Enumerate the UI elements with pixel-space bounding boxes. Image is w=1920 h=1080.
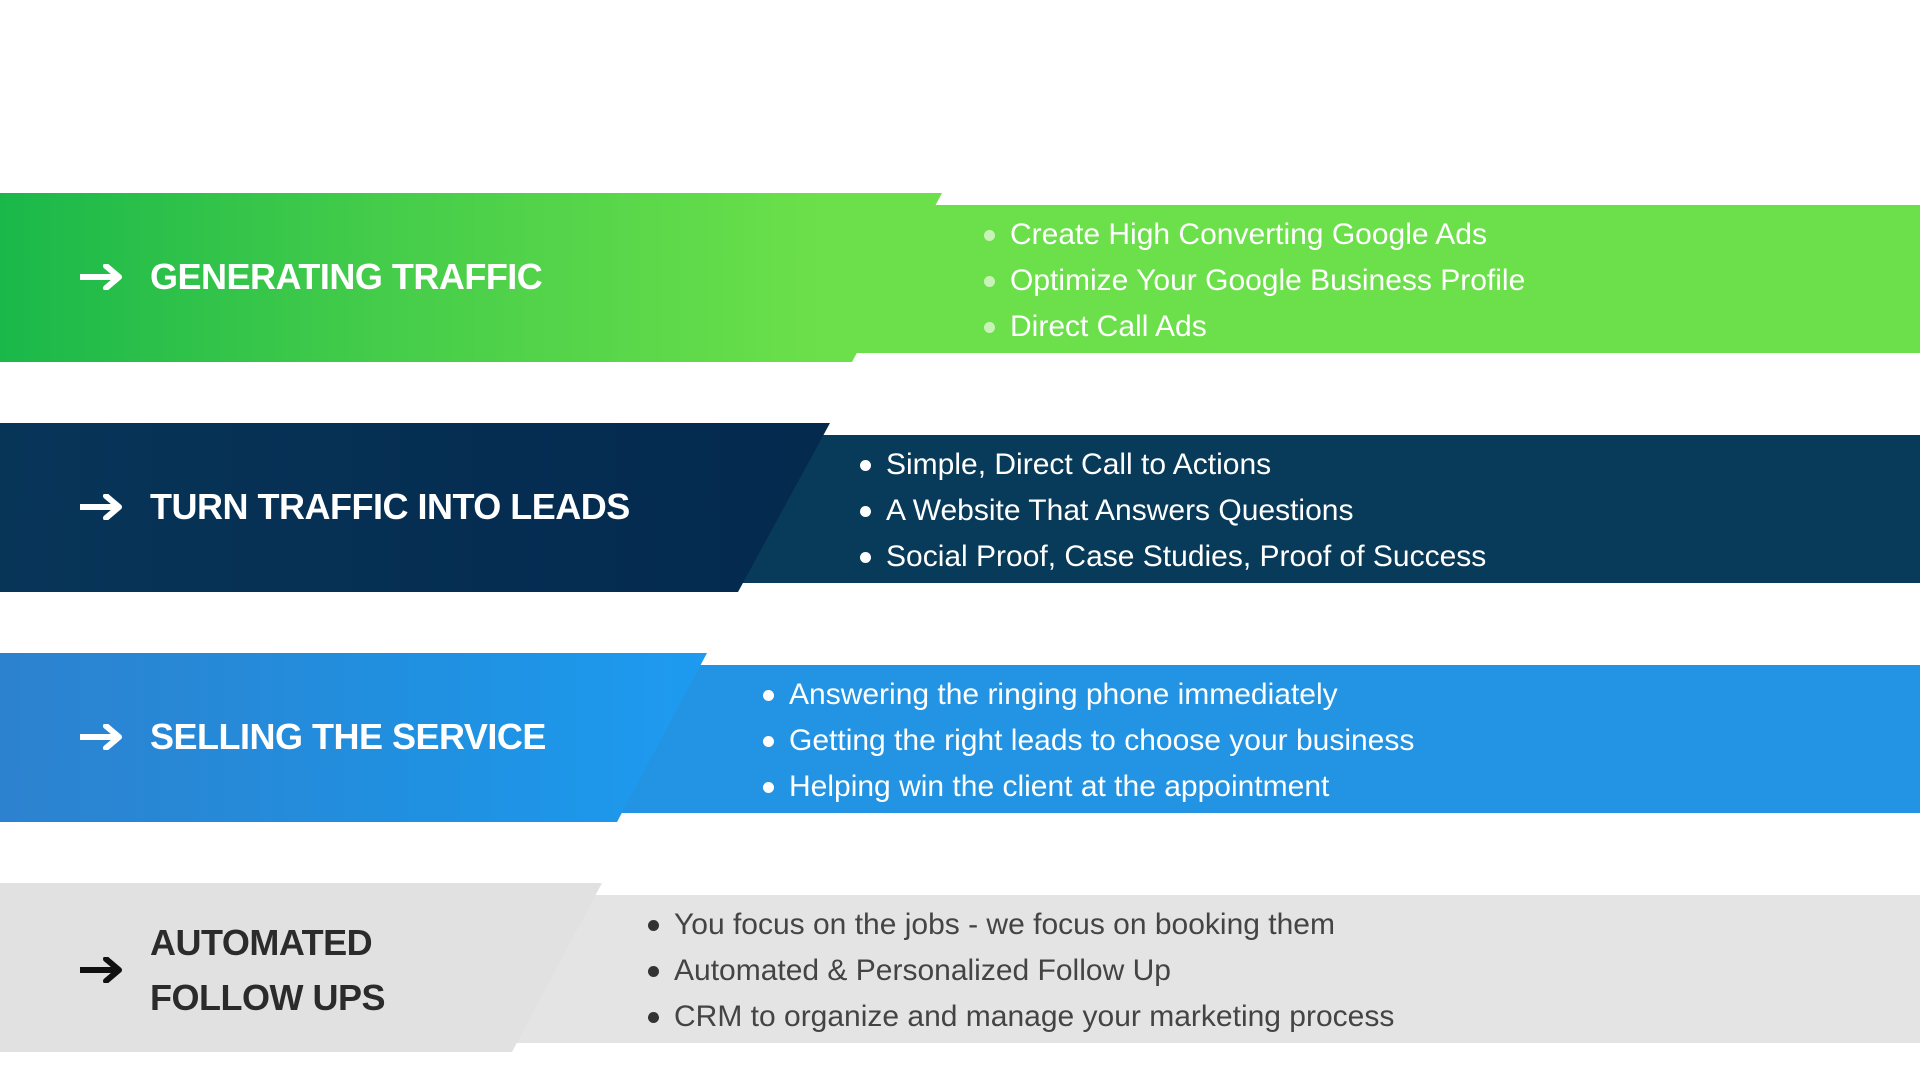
bullet-item: Getting the right leads to choose your b… (763, 718, 1414, 764)
bullet-text: Helping win the client at the appointmen… (789, 770, 1330, 803)
bullet-dot-icon (648, 965, 659, 977)
row-title: TURN TRAFFIC INTO LEADS (150, 486, 630, 527)
bullet-text: Create High Converting Google Ads (1010, 218, 1487, 251)
right-arrow-icon (80, 957, 126, 983)
bullet-item: You focus on the jobs - we focus on book… (648, 902, 1394, 948)
bullet-text: Automated & Personalized Follow Up (674, 954, 1171, 987)
bullet-item: Simple, Direct Call to Actions (860, 442, 1486, 488)
bullet-dot-icon (860, 551, 871, 563)
right-arrow-icon (80, 263, 126, 290)
row-heading: SELLING THE SERVICE (80, 709, 546, 764)
bullet-item: Create High Converting Google Ads (984, 212, 1525, 258)
bullet-item: Optimize Your Google Business Profile (984, 258, 1525, 304)
right-arrow-icon (80, 723, 126, 750)
bullet-item: Helping win the client at the appointmen… (763, 764, 1414, 810)
row-title-line: AUTOMATED (150, 922, 373, 963)
row-heading: AUTOMATED FOLLOW UPS (80, 915, 385, 1025)
bullet-text: Getting the right leads to choose your b… (789, 724, 1415, 757)
row-selling-the-service: SELLING THE SERVICE Answering the ringin… (0, 653, 1920, 822)
row-title-line: FOLLOW UPS (150, 977, 385, 1018)
bullet-list: Simple, Direct Call to Actions A Website… (860, 442, 1486, 580)
bullet-dot-icon (763, 735, 774, 747)
row-title: SELLING THE SERVICE (150, 716, 546, 757)
bullet-text: You focus on the jobs - we focus on book… (674, 908, 1335, 941)
bullet-dot-icon (860, 505, 871, 517)
bullet-item: Answering the ringing phone immediately (763, 672, 1414, 718)
bullet-dot-icon (648, 919, 659, 931)
bullet-item: Direct Call Ads (984, 304, 1525, 350)
bullet-text: Simple, Direct Call to Actions (886, 448, 1272, 481)
bullet-dot-icon (984, 229, 995, 241)
row-heading: GENERATING TRAFFIC (80, 249, 543, 304)
row-automated-follow-ups: AUTOMATED FOLLOW UPS You focus on the jo… (0, 883, 1920, 1052)
bullet-text: A Website That Answers Questions (886, 494, 1354, 527)
bullet-dot-icon (763, 689, 774, 701)
bullet-list: Create High Converting Google Ads Optimi… (984, 212, 1525, 350)
row-title: GENERATING TRAFFIC (150, 256, 543, 297)
bullet-text: Social Proof, Case Studies, Proof of Suc… (886, 540, 1487, 573)
right-arrow-icon (80, 493, 126, 520)
bullet-text: CRM to organize and manage your marketin… (674, 1000, 1395, 1033)
bullet-text: Answering the ringing phone immediately (789, 678, 1338, 711)
row-title: AUTOMATED FOLLOW UPS (150, 915, 385, 1025)
bullet-dot-icon (984, 321, 995, 333)
bullet-text: Optimize Your Google Business Profile (1010, 264, 1526, 297)
bullet-item: Social Proof, Case Studies, Proof of Suc… (860, 534, 1486, 580)
row-heading: TURN TRAFFIC INTO LEADS (80, 479, 630, 534)
row-heading-tab (0, 423, 830, 592)
row-generating-traffic: GENERATING TRAFFIC Create High Convertin… (0, 193, 1920, 362)
row-heading-tab (0, 193, 942, 362)
bullet-dot-icon (763, 781, 774, 793)
bullet-item: Automated & Personalized Follow Up (648, 948, 1394, 994)
bullet-dot-icon (648, 1011, 659, 1023)
bullet-list: Answering the ringing phone immediately … (763, 672, 1414, 810)
bullet-dot-icon (860, 459, 871, 471)
bullet-text: Direct Call Ads (1010, 310, 1207, 343)
bullet-item: CRM to organize and manage your marketin… (648, 994, 1394, 1040)
row-turn-traffic-into-leads: TURN TRAFFIC INTO LEADS Simple, Direct C… (0, 423, 1920, 592)
bullet-dot-icon (984, 275, 995, 287)
bullet-item: A Website That Answers Questions (860, 488, 1486, 534)
bullet-list: You focus on the jobs - we focus on book… (648, 902, 1394, 1040)
